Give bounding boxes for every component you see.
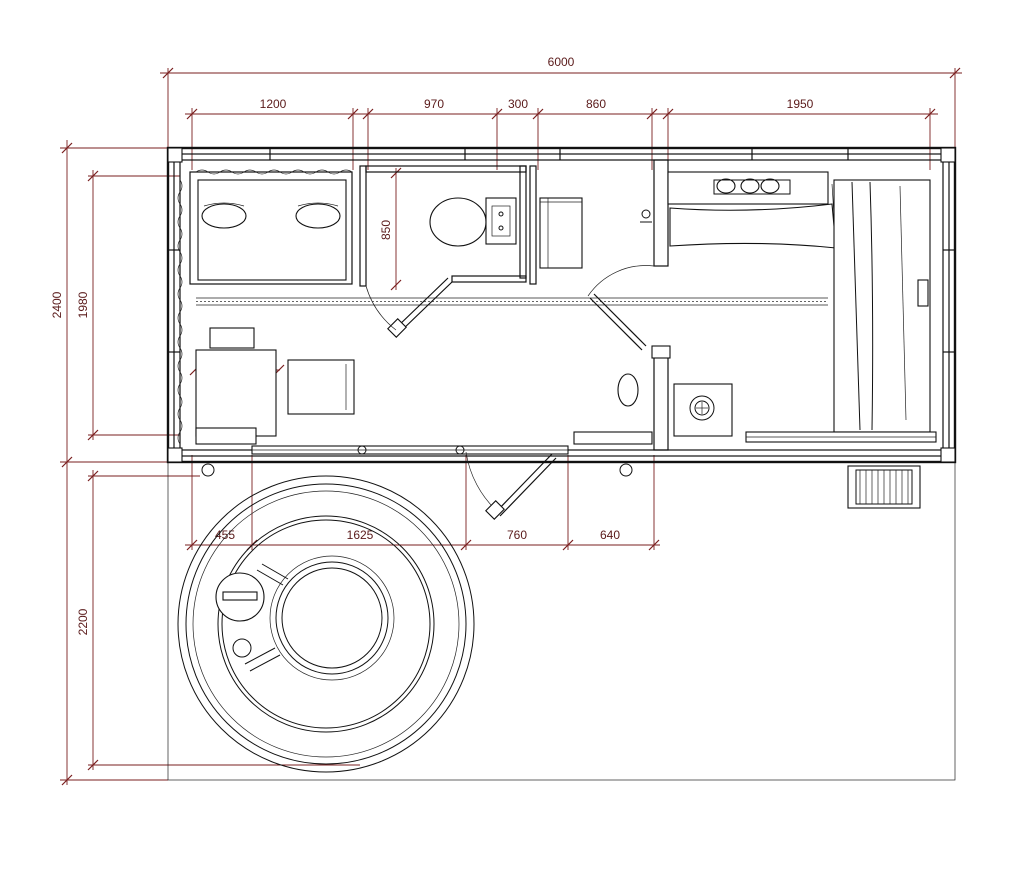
bathroom — [359, 165, 527, 338]
bed — [197, 179, 347, 281]
stove-burner-icon — [716, 178, 736, 194]
toilet-icon — [429, 197, 487, 247]
dim-partition-width: 300 — [508, 97, 528, 111]
pillow-icon — [295, 203, 341, 229]
sink-icon — [673, 383, 733, 437]
dim-inner-depth: 1980 — [76, 291, 90, 318]
living-area — [195, 327, 653, 445]
dim-total-depth: 2400 — [50, 291, 64, 318]
hot-tub — [177, 475, 475, 773]
dim-shower-width: 860 — [586, 97, 606, 111]
dim-kitchen-width: 1950 — [787, 97, 814, 111]
dim-bedroom-width: 1200 — [260, 97, 287, 111]
dim-bathroom-width: 970 — [424, 97, 444, 111]
stove-burner-icon — [760, 178, 780, 194]
pillow-icon — [201, 203, 247, 229]
cabinet — [539, 197, 583, 269]
terrace-deck — [167, 461, 956, 781]
dim-total-width: 6000 — [548, 55, 575, 69]
dim-terrace-depth: 2200 — [76, 608, 90, 635]
dim-bathroom-depth: 850 — [379, 220, 393, 240]
entry-steps — [847, 465, 921, 509]
sofa — [669, 203, 837, 249]
desk — [195, 349, 277, 437]
chair — [209, 327, 255, 349]
armchair — [287, 359, 355, 415]
dim-bottom-3: 760 — [507, 528, 527, 542]
dim-bottom-4: 640 — [600, 528, 620, 542]
roof-beam — [196, 297, 828, 306]
outer-walls — [166, 146, 957, 464]
kitchen — [587, 159, 937, 451]
dimension-labels: 6000 1200 970 300 860 1950 2400 1980 220… — [50, 55, 814, 635]
stove-burner-icon — [740, 178, 760, 194]
storage-unit — [529, 165, 583, 285]
dim-bottom-2: 1625 — [347, 528, 374, 542]
bed-right — [833, 179, 931, 433]
bedroom — [177, 169, 353, 445]
entry-door — [465, 451, 557, 520]
